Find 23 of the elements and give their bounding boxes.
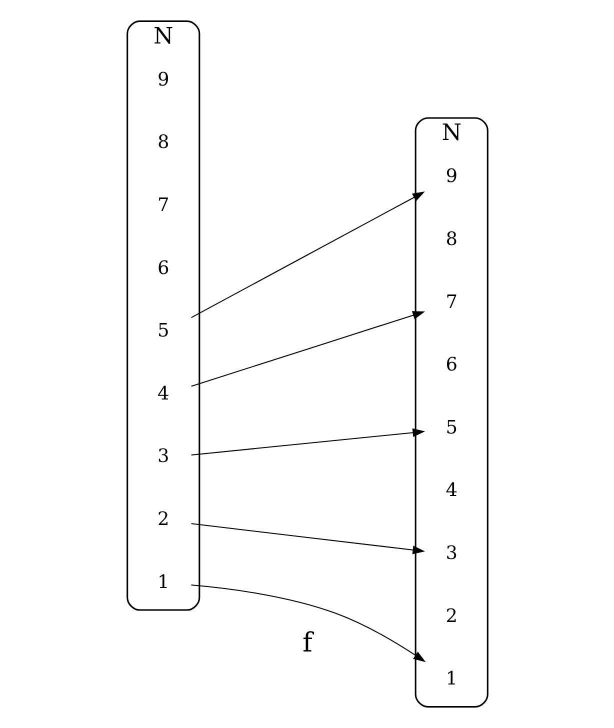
- node-text: 5: [156, 320, 169, 342]
- node-text: 4: [445, 480, 458, 502]
- node-text: 6: [156, 258, 169, 279]
- node-text: 2: [445, 606, 458, 627]
- node-text: 7: [156, 195, 169, 216]
- arrow: [190, 192, 424, 318]
- node-text: 6: [445, 354, 458, 376]
- node-text: 8: [445, 229, 458, 250]
- node-text: 1: [445, 668, 458, 690]
- node-text: 5: [445, 417, 458, 438]
- node-text: 4: [156, 383, 169, 404]
- node-text: 3: [156, 446, 169, 468]
- arrow: [190, 428, 425, 456]
- node-text: 3: [445, 542, 458, 564]
- node-text: 8: [156, 132, 169, 154]
- arrow: [190, 311, 424, 387]
- node-text: 9: [156, 69, 169, 90]
- label: f: [302, 628, 312, 659]
- arrow: [190, 523, 425, 554]
- node-text: 9: [445, 166, 458, 188]
- node-text: 2: [156, 509, 169, 530]
- node-text: 7: [445, 292, 458, 313]
- node-text: 1: [156, 572, 169, 593]
